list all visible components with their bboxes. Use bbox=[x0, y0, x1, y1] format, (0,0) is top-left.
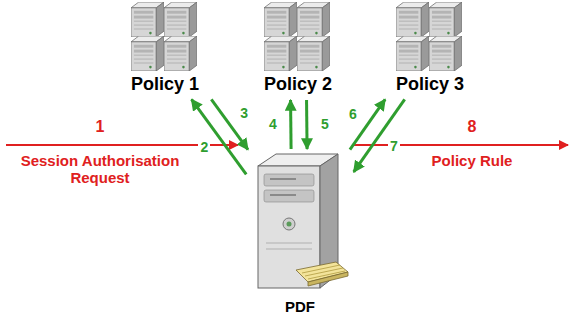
message-arrow bbox=[305, 100, 309, 149]
message-arrow bbox=[354, 99, 405, 172]
server-label: PDF bbox=[285, 298, 315, 315]
server-cluster bbox=[264, 2, 332, 72]
step-number: 7 bbox=[388, 139, 400, 154]
pdf-server bbox=[250, 152, 350, 297]
server-cluster bbox=[396, 2, 464, 72]
rule-arrow bbox=[352, 144, 568, 146]
policy-server-node: Policy 2 bbox=[243, 2, 353, 97]
server-label: Policy 1 bbox=[131, 74, 199, 95]
policy-server-node: Policy 1 bbox=[110, 2, 220, 97]
message-arrow bbox=[289, 100, 293, 149]
step-number: 1 bbox=[85, 118, 115, 136]
flow-label: Policy Rule bbox=[397, 152, 547, 169]
server-label: Policy 2 bbox=[264, 74, 332, 95]
step-number: 6 bbox=[347, 107, 359, 122]
pdf-server-node: PDF bbox=[248, 152, 352, 317]
step-number: 3 bbox=[238, 106, 250, 121]
step-number: 4 bbox=[267, 117, 279, 132]
step-number: 2 bbox=[198, 140, 210, 155]
server-cluster bbox=[131, 2, 199, 72]
policy-server-node: Policy 3 bbox=[375, 2, 485, 97]
step-number: 5 bbox=[319, 117, 331, 132]
server-label: Policy 3 bbox=[396, 74, 464, 95]
flow-label: Session Authorisation Request bbox=[12, 152, 188, 186]
step-number: 8 bbox=[457, 118, 487, 136]
